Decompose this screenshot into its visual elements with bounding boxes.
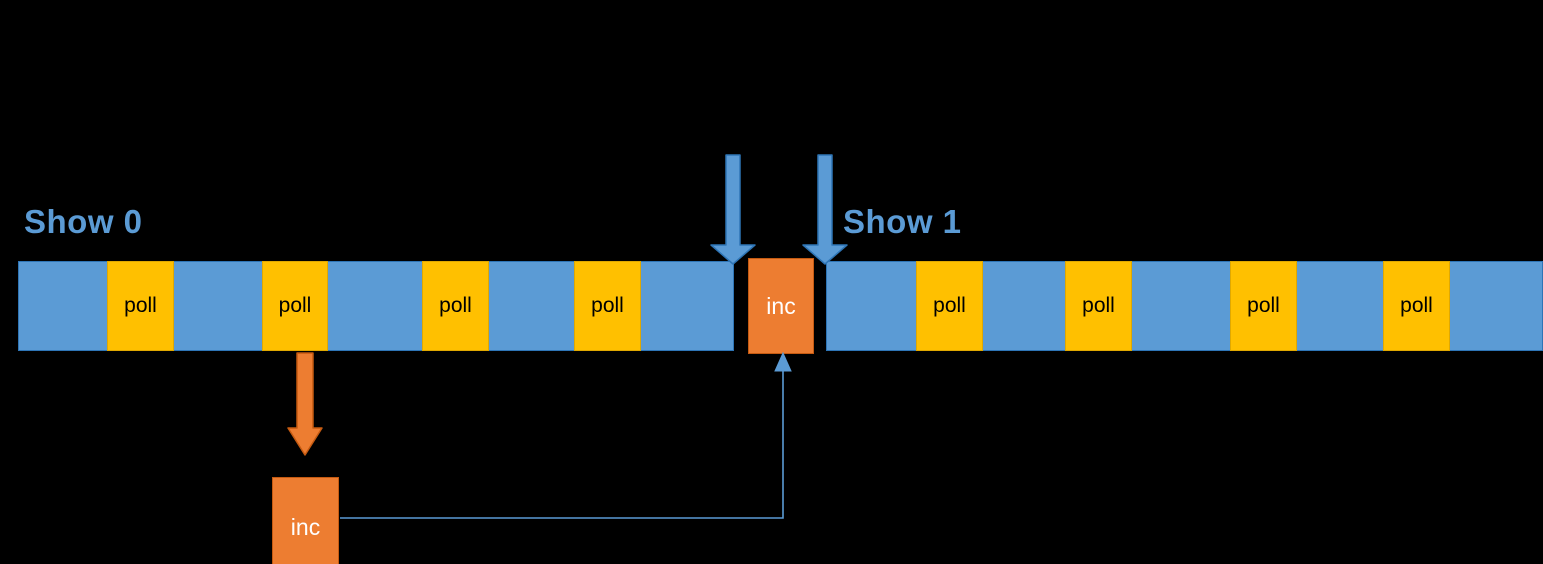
show-boundary-arrow-right-icon — [802, 154, 848, 265]
poll-block[interactable]: poll — [916, 261, 983, 351]
poll-to-inc-arrow-icon — [287, 352, 323, 456]
poll-block[interactable]: poll — [1383, 261, 1450, 351]
section-label-show-0: Show 0 — [24, 203, 143, 240]
poll-block[interactable]: poll — [574, 261, 641, 351]
inc-return-connector-icon — [340, 351, 792, 519]
show-boundary-arrow-left-icon — [710, 154, 756, 265]
poll-block[interactable]: poll — [422, 261, 489, 351]
poll-block[interactable]: poll — [107, 261, 174, 351]
section-label-show-1: Show 1 — [843, 203, 962, 240]
poll-block[interactable]: poll — [1065, 261, 1132, 351]
poll-block[interactable]: poll — [262, 261, 328, 351]
poll-block[interactable]: poll — [1230, 261, 1297, 351]
inc-block-deferred[interactable]: inc — [272, 477, 339, 564]
inc-block-timeline[interactable]: inc — [748, 258, 814, 354]
